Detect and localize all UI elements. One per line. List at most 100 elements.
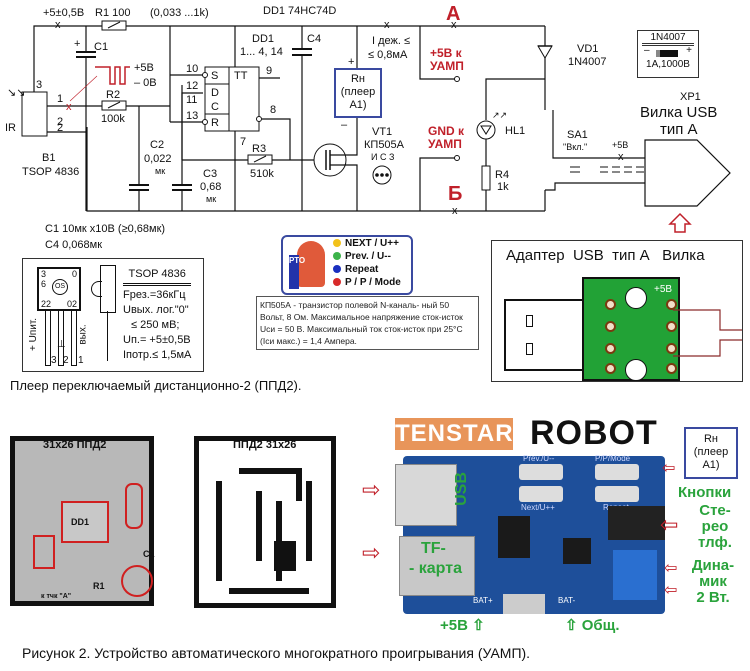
r2-label: R2 xyxy=(106,89,120,101)
trigger-inputs xyxy=(204,66,230,132)
c4-spec: C4 0,068мк xyxy=(45,239,102,251)
pin-label-vcc: + Uпит. xyxy=(28,317,40,352)
legend-item: P / P / Mode xyxy=(333,277,401,288)
ic-label: DD1 xyxy=(71,517,90,527)
c1-label: C1 xyxy=(94,41,108,53)
pin-label: 9 xyxy=(266,65,272,77)
btn-label-prev: Prev./U-- xyxy=(523,454,555,463)
legend-label: Prev. / U-- xyxy=(345,251,391,262)
left-arrow-icon: ⇦ xyxy=(664,582,678,599)
supply-rail xyxy=(33,25,545,95)
leg xyxy=(71,309,77,366)
terminal xyxy=(454,155,460,161)
load-rh-box: Rн (плеер A1) xyxy=(334,68,382,118)
diode-part: 1N4007 xyxy=(642,32,694,46)
diode-info-box: 1N4007 – + 1A,1000В xyxy=(637,30,699,78)
vt1-pins: И С З xyxy=(371,152,394,162)
r1-label: R1 100 xyxy=(95,7,130,19)
speaker-line: 2 Вт. xyxy=(696,589,730,606)
rh-label: Rн xyxy=(350,73,366,85)
c2-label: C2 xyxy=(150,139,164,151)
left-arrow-icon: ⇨ xyxy=(362,477,381,502)
source xyxy=(330,164,358,211)
button-next[interactable] xyxy=(519,486,563,502)
supply-label: +5±0,5В xyxy=(43,7,84,19)
ir-label: IR xyxy=(5,122,16,134)
speaker-label: Дина- мик 2 Вт. xyxy=(685,558,741,606)
resistor-mark xyxy=(107,21,121,29)
usb-contact xyxy=(526,343,533,355)
chip xyxy=(563,538,591,564)
input-d: D xyxy=(211,87,219,99)
pin-label: 12 xyxy=(186,80,198,92)
point-a: А xyxy=(446,3,460,25)
vd1-label: VD1 xyxy=(577,43,598,55)
micro-usb xyxy=(503,594,545,614)
legend-item: Prev. / U-- xyxy=(333,251,391,262)
cut-mark: x xyxy=(66,101,72,113)
mount-hole xyxy=(625,287,647,309)
pin-label: 1 xyxy=(57,93,63,105)
wire-gnd xyxy=(673,339,742,357)
pad xyxy=(605,321,616,332)
plus5-to-target: УАМП xyxy=(430,59,464,73)
button-prev[interactable] xyxy=(519,464,563,480)
terminal xyxy=(454,76,460,82)
c1-spec: C1 10мк x10В (≥0,68мк) xyxy=(45,223,165,235)
tsop-lens xyxy=(91,281,102,297)
r2-value: 100k xyxy=(101,113,125,125)
legend-label: Repeat xyxy=(345,264,379,275)
remote-buttons-legend: РТО NEXT / U++ Prev. / U-- Repeat P / P … xyxy=(281,235,413,295)
speaker-line: мик xyxy=(699,573,727,590)
r4-label: R4 xyxy=(495,169,509,181)
led-triangle xyxy=(480,125,492,135)
pin xyxy=(385,173,389,177)
stereo-line: Сте- xyxy=(699,502,731,519)
resistor-mark xyxy=(107,101,121,109)
tsop-spec: TSOP 4836 Fрез.=36кГц Uвых. лог."0" ≤ 25… xyxy=(123,267,192,363)
common-label: ⇧ Общ. xyxy=(565,617,620,634)
pin-number: 1 xyxy=(78,355,84,366)
button-repeat[interactable] xyxy=(595,486,639,502)
pcb-left-title: 31x26 ППД2 xyxy=(43,439,107,451)
button-pp-mode[interactable] xyxy=(595,464,639,480)
pcb-label: к тчк "А" xyxy=(41,593,72,600)
btn-label-next: Next/U++ xyxy=(521,503,555,512)
pcb-copper-side: ППД2 31x26 xyxy=(194,436,336,608)
light-arrows-icon: ↗↗ xyxy=(492,110,507,120)
inverted-input xyxy=(202,72,208,78)
rh-sub: (плеер xyxy=(340,86,376,98)
rh-sub2: A1) xyxy=(349,99,367,111)
vt1-footprint xyxy=(33,535,55,569)
tf-label: TF- xyxy=(421,540,446,557)
mark: 02 xyxy=(66,299,77,309)
rh-sub: (плеер xyxy=(693,446,729,458)
usb-plus5: +5В xyxy=(612,140,628,150)
gnd-to-target: УАМП xyxy=(428,137,462,151)
usb-socket xyxy=(395,464,457,526)
legend-item: NEXT / U++ xyxy=(333,238,399,249)
btn-label-pp: P/P/Mode xyxy=(595,454,631,463)
spec-line: ≤ 250 мВ; xyxy=(131,319,180,331)
cross-mark: x xyxy=(451,19,457,31)
c3-value: 0,68 xyxy=(200,181,221,193)
brand-robot: ROBOT xyxy=(530,414,658,452)
inverted-output xyxy=(256,116,262,122)
adapter-title: Адаптер USB тип А Вилка xyxy=(506,247,705,264)
c4-label: C4 xyxy=(307,33,321,45)
stereo-line: рео xyxy=(701,518,729,535)
diode-vd1 xyxy=(537,45,553,59)
chip xyxy=(498,516,530,558)
bat-plus: BAT+ xyxy=(473,596,493,605)
pin-label: 13 xyxy=(186,110,198,122)
wire xyxy=(419,157,455,211)
cross-mark: x xyxy=(618,151,624,163)
resistor-r4 xyxy=(481,165,491,191)
wire xyxy=(552,136,645,159)
caption-bottom: Рисунок 2. Устройство автоматического мн… xyxy=(22,645,531,661)
xp1-label: XP1 xyxy=(680,91,701,103)
left-arrow-icon: ⇨ xyxy=(362,540,381,565)
left-arrow-icon: ⇦ xyxy=(664,560,678,577)
usb-label: USB xyxy=(452,472,470,506)
copper-fill xyxy=(274,541,296,571)
